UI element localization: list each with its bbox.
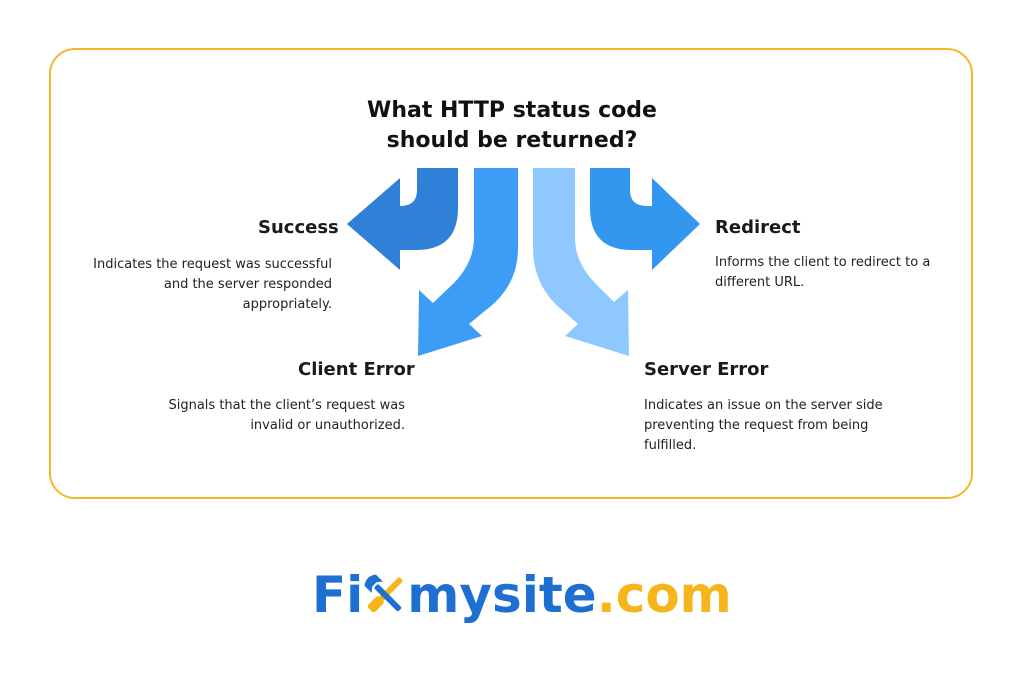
server-error-desc-line-1: Indicates an issue on the server side <box>644 398 883 413</box>
redirect-desc-line-2: different URL. <box>715 275 805 290</box>
server-error-desc-line-2: preventing the request from being <box>644 418 869 433</box>
logo-text-mysite: mysite <box>407 566 597 624</box>
server-error-description: Indicates an issue on the server side pr… <box>644 396 944 456</box>
redirect-arrow <box>590 168 700 270</box>
redirect-desc-line-1: Informs the client to redirect to a <box>715 255 931 270</box>
success-desc-line-2: and the server responded <box>163 277 332 292</box>
success-desc-line-3: appropriately. <box>242 297 332 312</box>
client-error-desc-line-1: Signals that the client’s request was <box>168 398 405 413</box>
logo-text-fi: Fi <box>312 566 364 624</box>
success-description: Indicates the request was successful and… <box>40 255 332 315</box>
client-error-heading: Client Error <box>298 359 415 380</box>
fixmysite-logo: Fi mysite.com <box>312 560 732 630</box>
server-error-arrow <box>533 168 629 356</box>
success-heading: Success <box>258 217 339 238</box>
wrench-screwdriver-icon <box>364 574 403 613</box>
server-error-heading: Server Error <box>644 359 769 380</box>
client-error-arrow <box>418 168 518 356</box>
client-error-description: Signals that the client’s request was in… <box>100 396 405 436</box>
success-desc-line-1: Indicates the request was successful <box>93 257 332 272</box>
server-error-desc-line-3: fulfilled. <box>644 438 697 453</box>
redirect-heading: Redirect <box>715 217 801 238</box>
redirect-description: Informs the client to redirect to a diff… <box>715 253 965 293</box>
diagram-title: What HTTP status code should be returned… <box>312 96 712 156</box>
client-error-desc-line-2: invalid or unauthorized. <box>250 418 405 433</box>
title-line-1: What HTTP status code <box>367 98 657 123</box>
diagram-card <box>49 48 973 499</box>
title-line-2: should be returned? <box>386 128 638 153</box>
success-arrow <box>347 168 458 270</box>
logo-text-dotcom: .com <box>596 566 732 624</box>
